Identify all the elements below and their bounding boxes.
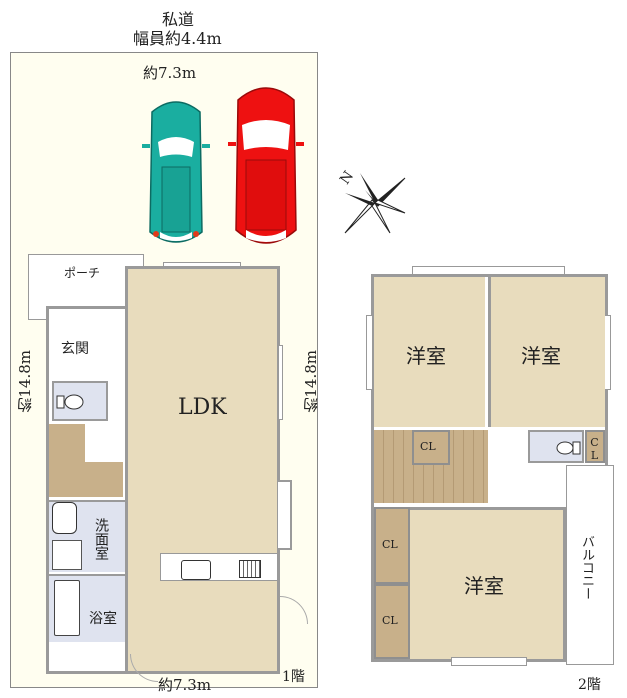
closet-3 — [374, 507, 410, 584]
red-car-icon — [228, 87, 304, 244]
bathtub-icon — [54, 580, 80, 636]
floor2-left-window — [366, 315, 373, 390]
road-name: 私道 — [162, 10, 195, 29]
washroom-label: 洗面室 — [93, 518, 109, 560]
closet-3-label: CL — [382, 538, 398, 551]
floor2-top-window — [412, 266, 565, 275]
closet-4-label: CL — [382, 614, 398, 627]
western-room-2-label: 洋室 — [521, 344, 561, 368]
stairs-hall — [85, 424, 123, 462]
lot-top-dimension: 約7.3m — [143, 64, 197, 82]
sink-icon — [52, 502, 77, 534]
stove-icon — [239, 560, 261, 578]
western-room-2 — [488, 277, 605, 427]
closet-2 — [585, 430, 605, 463]
floor2-right-window — [604, 315, 611, 390]
closet-2-label: CL — [588, 436, 601, 462]
teal-car-icon — [142, 101, 210, 243]
floor2-label: 2階 — [578, 677, 601, 693]
toilet-fixture-icon-floor2 — [556, 441, 581, 455]
closet-1-label: CL — [420, 440, 436, 453]
western-room-3-label: 洋室 — [464, 574, 504, 598]
lot-left-dimension: 約14.8m — [16, 350, 34, 413]
balcony-label: バルコニー — [579, 535, 594, 600]
closet-1 — [412, 430, 450, 465]
toilet-fixture-icon — [56, 394, 84, 410]
road-width-label: 幅員約4.4m — [133, 29, 222, 48]
western-room-1-label: 洋室 — [406, 344, 446, 368]
kitchen-sink-icon — [181, 560, 211, 580]
bay-window — [278, 480, 292, 550]
floor1-label: 1階 — [282, 669, 305, 685]
ldk-room — [125, 266, 280, 674]
western-room-1 — [374, 277, 485, 427]
closet-4 — [374, 584, 410, 659]
western-room-3 — [410, 507, 566, 659]
ldk-top-window — [163, 262, 241, 267]
lot-bottom-dimension: 約7.3m — [158, 676, 212, 694]
balcony — [566, 465, 614, 665]
entrance — [49, 309, 124, 381]
entrance-label: 玄関 — [61, 341, 89, 357]
washing-machine-space — [52, 540, 82, 570]
ldk-label: LDK — [178, 395, 227, 420]
western-room-3-window — [451, 657, 527, 666]
porch-label: ポーチ — [64, 266, 101, 280]
compass-rose-icon — [344, 173, 406, 234]
lot-right-dimension: 約14.8m — [302, 350, 320, 413]
bathroom-label: 浴室 — [89, 611, 117, 627]
ldk-right-window — [278, 345, 283, 420]
